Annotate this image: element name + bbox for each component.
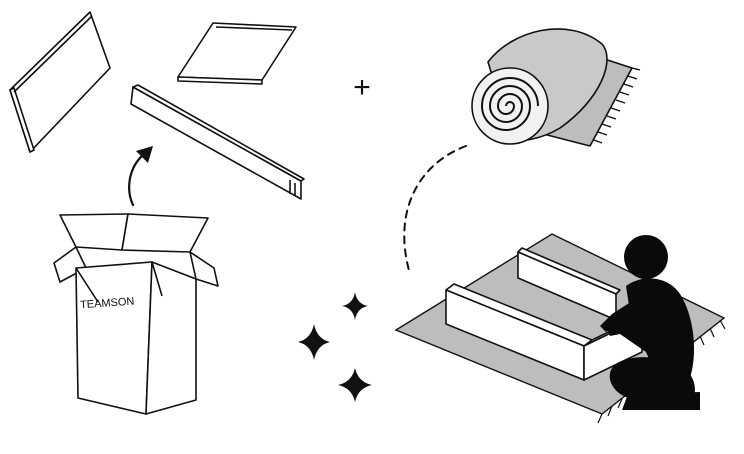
rail-board-icon: [130, 84, 305, 200]
open-cardboard-box-icon: TEAMSON: [53, 213, 219, 415]
dashed-curve-icon: [403, 145, 467, 275]
large-panel-icon: [9, 11, 111, 153]
person-assembling-icon: [600, 235, 700, 410]
plus-sign: +: [353, 71, 371, 104]
curved-arrow-icon: [128, 146, 153, 207]
sparkle-icon: [298, 324, 330, 360]
rolled-rug-icon: [471, 28, 641, 147]
sparkle-icon: [338, 368, 372, 402]
small-panel-icon: [177, 22, 297, 85]
box-brand-label: TEAMSON: [80, 296, 135, 312]
sparkle-icon: [342, 292, 368, 320]
